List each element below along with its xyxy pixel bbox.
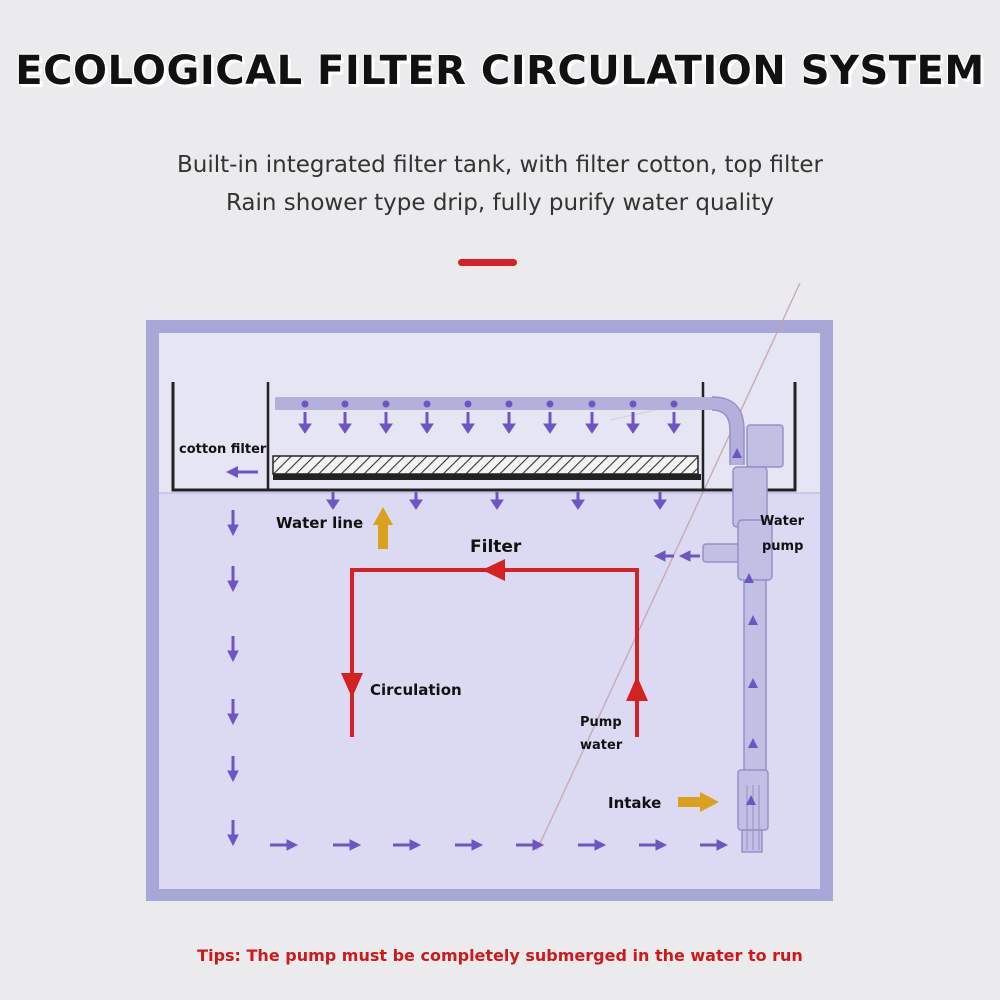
pump-up-arrows: [732, 448, 758, 805]
shower-pipe-bend: [711, 397, 744, 465]
pump-return-arrows: [653, 550, 700, 562]
shower-pipe: [275, 397, 715, 410]
intake-label: Intake: [608, 794, 661, 812]
filter-tray: [273, 474, 701, 480]
left-down-arrows: [227, 510, 239, 847]
below-filter-arrows: [326, 492, 667, 510]
drip-arrows: [298, 400, 681, 434]
title-divider: [458, 259, 517, 266]
shower-pipe-bend-outline: [711, 396, 745, 465]
tips-note: Tips: The pump must be completely submer…: [197, 946, 803, 965]
pump-water-label-line-1: Pump: [580, 715, 622, 730]
bottom-right-arrows: [270, 839, 729, 851]
water-pump-label-line-1: Water: [760, 514, 805, 529]
filter-cotton-media: [272, 455, 699, 475]
subtitle-line-1: Built-in integrated filter tank, with fi…: [177, 152, 823, 178]
pump-water-label-line-2: water: [580, 738, 623, 753]
cotton-filter-arrow: [226, 466, 258, 478]
intake-arrow: [678, 792, 719, 812]
filter-label: Filter: [470, 537, 522, 557]
cotton-filter-label: cotton filter: [179, 442, 267, 457]
subtitle-line-2: Rain shower type drip, fully purify wate…: [225, 190, 775, 216]
circulation-path: [341, 559, 648, 737]
circulation-label: Circulation: [370, 681, 462, 699]
top-filter-box: [171, 382, 797, 492]
glass-reflection-line: [536, 282, 801, 851]
water-line-label: Water line: [276, 514, 363, 532]
page-title: ECOLOGICAL FILTER CIRCULATION SYSTEM: [15, 48, 985, 94]
water-pump-label-line-2: pump: [762, 539, 803, 554]
water-line-arrow: [373, 507, 393, 549]
